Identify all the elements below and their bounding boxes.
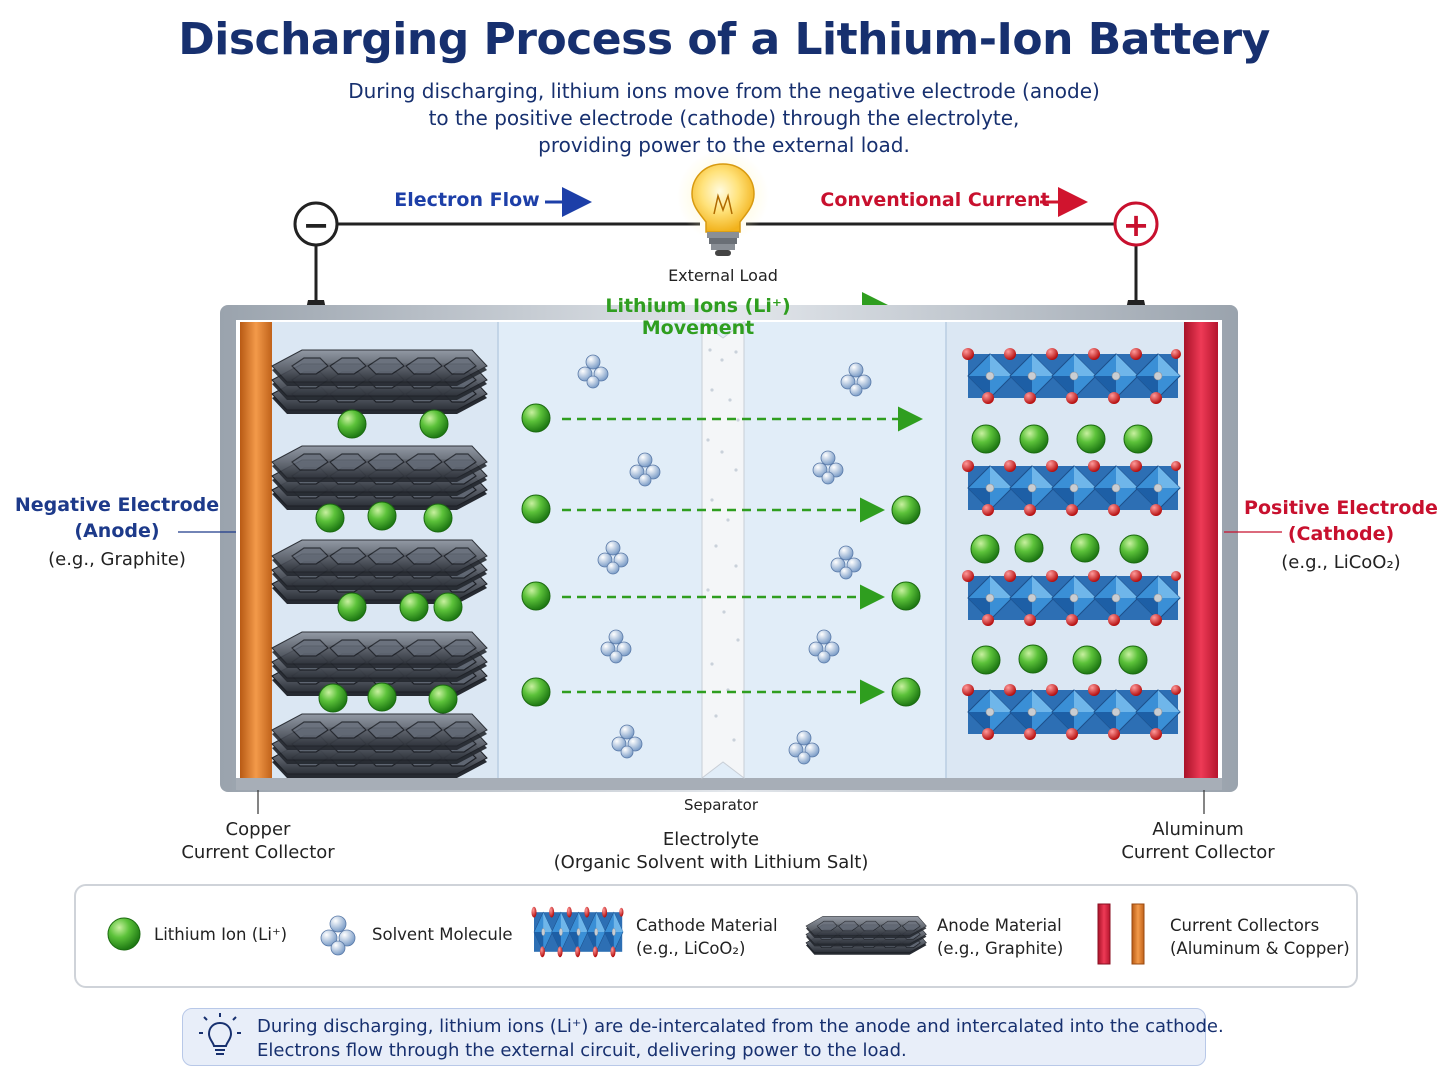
electrolyte-label-1: Electrolyte — [662, 829, 760, 850]
legend-anode-icon — [806, 916, 926, 954]
separator-label: Separator — [683, 796, 759, 814]
legend-solvent-icon — [320, 915, 356, 956]
external-load-label: External Load — [668, 266, 778, 285]
electrolyte-label-2: (Organic Solvent with Lithium Salt) — [553, 852, 869, 873]
legend-lithium-ion-icon — [107, 917, 141, 951]
legend-collectors-icon — [1097, 903, 1145, 965]
legend-collectors-label-2: (Aluminum & Copper) — [1170, 939, 1350, 958]
page-title: Discharging Process of a Lithium-Ion Bat… — [178, 14, 1270, 65]
anode-label: Negative Electrode (Anode) (e.g., Graphi… — [10, 492, 224, 571]
electron-flow-label: Electron Flow — [394, 189, 540, 211]
subtitle-line-2: to the positive electrode (cathode) thro… — [428, 106, 1020, 130]
aluminum-current-collector — [1184, 322, 1218, 778]
info-note-line-1: During discharging, lithium ions (Li⁺) a… — [257, 1016, 1224, 1037]
aluminum-collector-label: Aluminum Current Collector — [1098, 818, 1298, 864]
cathode-example: (e.g., LiCoO₂) — [1281, 552, 1401, 573]
legend-icons — [107, 903, 1145, 965]
legend: Lithium Ion (Li⁺) Solvent Molecule Catho… — [74, 884, 1358, 988]
aluminum-label-1: Aluminum — [1152, 819, 1244, 840]
legend-anode-label-1: Anode Material — [937, 916, 1062, 935]
migrating-lithium-ions — [521, 403, 923, 707]
legend-cathode-label: Cathode Material (e.g., LiCoO₂) — [636, 914, 778, 960]
copper-label-1: Copper — [225, 819, 291, 840]
anode-example: (e.g., Graphite) — [48, 549, 186, 570]
legend-collectors-label-1: Current Collectors — [1170, 916, 1320, 935]
lightbulb-icon — [199, 1013, 241, 1055]
legend-solvent-label: Solvent Molecule — [372, 925, 513, 944]
legend-anode-label-2: (e.g., Graphite) — [937, 939, 1064, 958]
aluminum-label-2: Current Collector — [1121, 842, 1275, 863]
anode-title-1: Negative Electrode — [14, 494, 220, 516]
positive-terminal-symbol: + — [1123, 206, 1150, 244]
anode-title-2: (Anode) — [74, 520, 160, 542]
info-note: During discharging, lithium ions (Li⁺) a… — [182, 1008, 1224, 1066]
separator — [701, 320, 745, 780]
legend-anode-label: Anode Material (e.g., Graphite) — [937, 914, 1063, 960]
negative-terminal-symbol: − — [303, 206, 330, 244]
legend-lithium-ion-label: Lithium Ion (Li⁺) — [154, 925, 288, 944]
legend-cathode-icon — [531, 907, 623, 957]
negative-terminal: − — [293, 201, 339, 247]
copper-collector-label: Copper Current Collector — [158, 818, 358, 864]
legend-cathode-label-1: Cathode Material — [636, 916, 778, 935]
electrolyte-label: Electrolyte (Organic Solvent with Lithiu… — [520, 828, 902, 874]
info-note-text: During discharging, lithium ions (Li⁺) a… — [257, 1015, 1224, 1063]
copper-label-2: Current Collector — [181, 842, 335, 863]
cathode-label: Positive Electrode (Cathode) (e.g., LiCo… — [1234, 495, 1448, 574]
light-bulb-icon — [677, 150, 769, 256]
conventional-current-label: Conventional Current — [820, 189, 1050, 211]
positive-terminal: + — [1113, 201, 1159, 247]
copper-current-collector — [240, 322, 272, 778]
info-note-line-2: Electrons flow through the external circ… — [257, 1040, 907, 1061]
legend-collectors-label: Current Collectors (Aluminum & Copper) — [1170, 914, 1350, 960]
legend-cathode-label-2: (e.g., LiCoO₂) — [636, 939, 746, 958]
subtitle: During discharging, lithium ions move fr… — [0, 78, 1448, 159]
cathode-title-2: (Cathode) — [1287, 523, 1395, 545]
cathode-title-1: Positive Electrode — [1244, 497, 1438, 519]
ion-movement-label: Lithium Ions (Li⁺) Movement — [605, 295, 791, 339]
subtitle-line-1: During discharging, lithium ions move fr… — [348, 79, 1100, 103]
